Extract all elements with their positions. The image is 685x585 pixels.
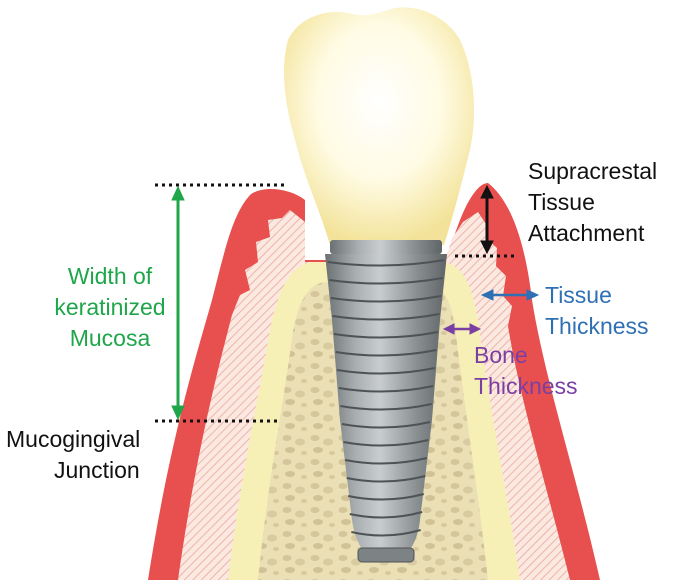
mucogingival-label-line-2: Junction (6, 455, 140, 486)
keratinized-label-line-1: Width of (40, 261, 180, 292)
supracrestal-label: Supracrestal Tissue Attachment (528, 156, 657, 249)
tissue-thickness-line-1: Tissue (545, 280, 649, 311)
bone-thickness-label: Bone Thickness (474, 340, 578, 402)
tissue-thickness-line-2: Thickness (545, 311, 649, 342)
bone-thickness-line-2: Thickness (474, 371, 578, 402)
keratinized-mucosa-label: Width of keratinized Mucosa (40, 261, 180, 354)
tissue-thickness-label: Tissue Thickness (545, 280, 649, 342)
crown (284, 7, 474, 245)
implant-collar (330, 240, 442, 254)
supracrestal-label-line-2: Tissue (528, 187, 657, 218)
supracrestal-label-line-1: Supracrestal (528, 156, 657, 187)
mucogingival-label-line-1: Mucogingival (6, 424, 140, 455)
bone-thickness-line-1: Bone (474, 340, 578, 371)
supracrestal-label-line-3: Attachment (528, 218, 657, 249)
mucogingival-junction-label: Mucogingival Junction (6, 424, 140, 486)
keratinized-label-line-3: Mucosa (40, 323, 180, 354)
keratinized-label-line-2: keratinized (40, 292, 180, 323)
